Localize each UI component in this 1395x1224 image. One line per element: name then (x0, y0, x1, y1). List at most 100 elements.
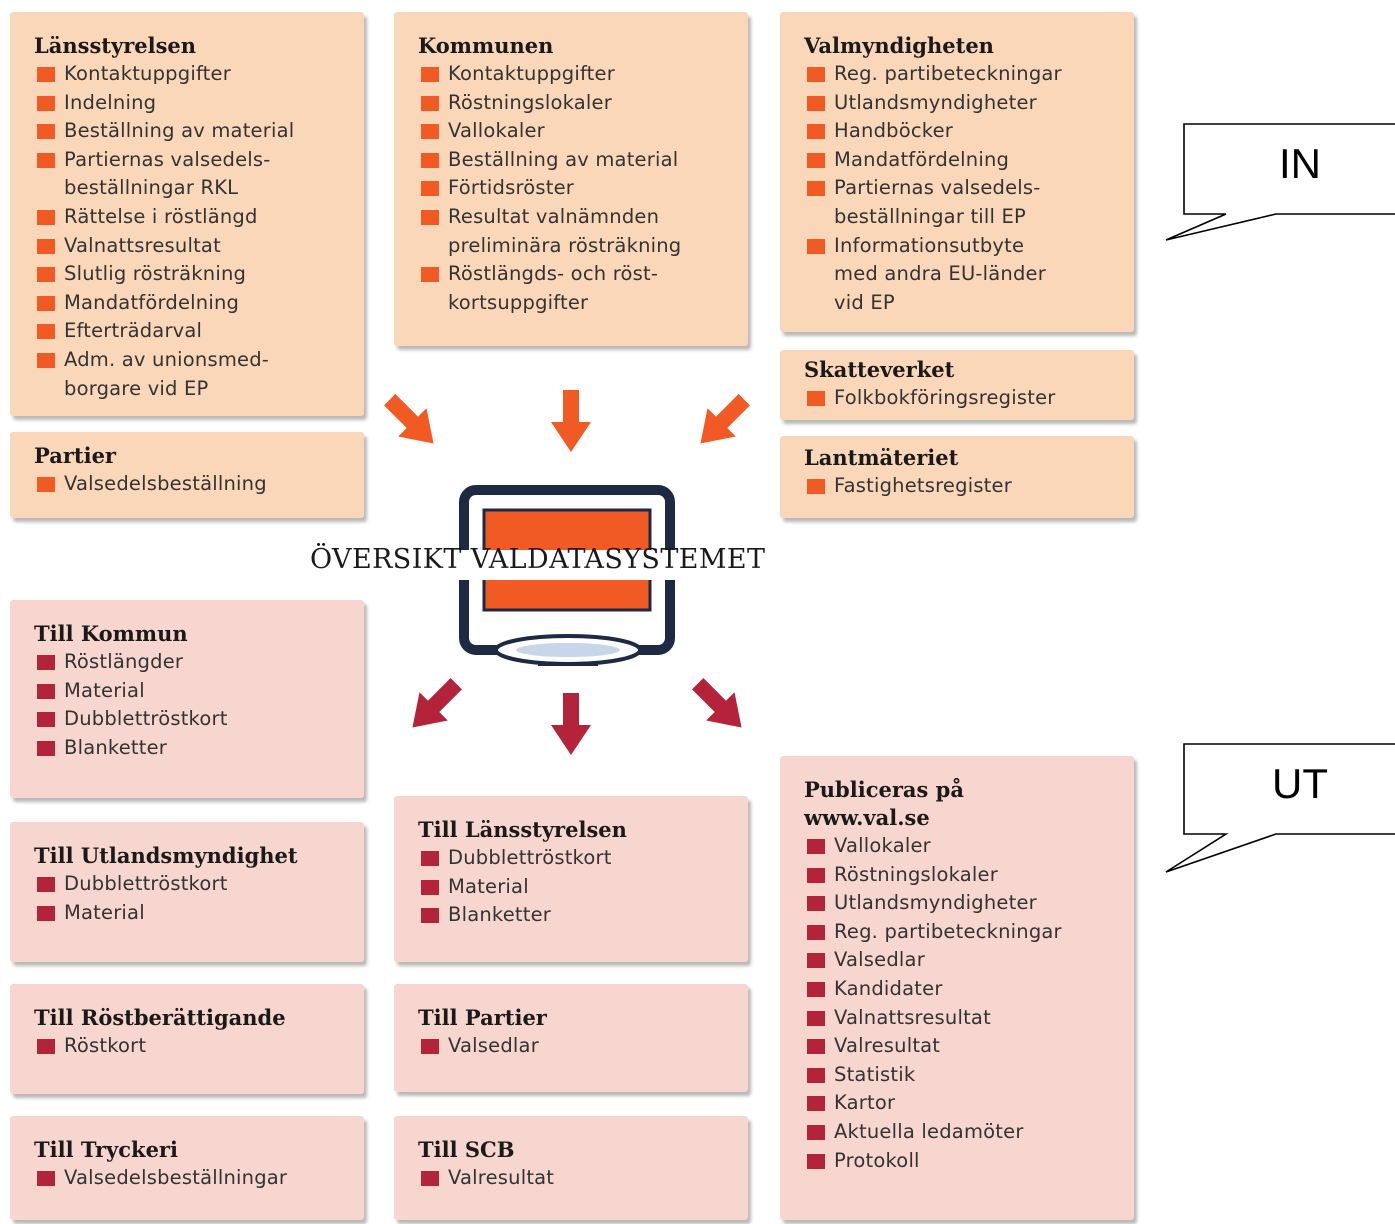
list-item: Folkbokföringsregister (804, 384, 1124, 413)
square-bullet-icon (807, 953, 825, 969)
box-title: Till Utlandsmyndighet (34, 843, 298, 868)
item-text: Kandidater (834, 976, 943, 1000)
square-bullet-icon (807, 124, 825, 140)
list-item: Valsedelsbeställningar (34, 1164, 354, 1193)
out-arrow-left (398, 669, 471, 742)
item-text: Utlandsmyndigheter (834, 891, 1037, 915)
list-item: Mandatfördelning (34, 289, 354, 318)
list-item: Adm. av unionsmed- borgare vid EP (34, 346, 354, 403)
item-text: Protokoll (834, 1148, 920, 1172)
square-bullet-icon (421, 152, 439, 168)
list-item: Indelning (34, 89, 354, 118)
square-bullet-icon (807, 924, 825, 940)
item-text: Valsedelsbeställningar (64, 1166, 288, 1189)
list-item: Material (418, 873, 738, 902)
square-bullet-icon (807, 95, 825, 111)
callout-out-shape (1165, 743, 1395, 873)
diagram-title: ÖVERSIKT VALDATASYSTEMET (310, 544, 766, 575)
box-title: Publiceras på www.val.se (804, 777, 964, 830)
list-item: Röstlängds- och röst- kortsuppgifter (418, 260, 738, 317)
list-item: Statistik (804, 1061, 1124, 1090)
square-bullet-icon (421, 124, 439, 140)
item-text: Beställning av material (64, 119, 295, 143)
list-item: Utlandsmyndigheter (804, 889, 1124, 918)
list-item: Vallokaler (418, 117, 738, 146)
square-bullet-icon (421, 267, 439, 283)
square-bullet-icon (421, 908, 439, 924)
list-item: Partiernas valsedels- beställningar till… (804, 174, 1124, 231)
square-bullet-icon (807, 981, 825, 997)
item-text: Valsedelsbeställning (64, 472, 267, 495)
list-item: Utlandsmyndigheter (804, 89, 1124, 118)
item-text: Vallokaler (834, 834, 931, 857)
list-item: Handböcker (804, 117, 1124, 146)
box-partier: Partier Valsedelsbeställning (10, 432, 364, 518)
item-text: Handböcker (834, 119, 953, 143)
square-bullet-icon (807, 839, 825, 854)
square-bullet-icon (37, 95, 55, 111)
square-bullet-icon (37, 477, 55, 492)
box-title: Till Röstberättigande (34, 1005, 286, 1030)
list-item: Aktuella ledamöter (804, 1118, 1124, 1147)
list-item: Partiernas valsedels- beställningar RKL (34, 146, 354, 203)
list-item: Valnattsresultat (34, 232, 354, 261)
list-item: Kontaktuppgifter (34, 60, 354, 89)
item-text: Beställning av material (448, 147, 679, 171)
item-text: Blanketter (448, 903, 552, 927)
list-item: Valnattsresultat (804, 1004, 1124, 1033)
square-bullet-icon (807, 1010, 825, 1026)
item-text: Valnattsresultat (834, 1005, 991, 1029)
item-text: Dubblettröstkort (64, 872, 228, 895)
item-text: Röstlängder (64, 650, 184, 673)
list-item: Reg. partibeteckningar (804, 60, 1124, 89)
item-text: Utlandsmyndigheter (834, 90, 1037, 114)
list-item: Material (34, 899, 354, 928)
list-item: Beställning av material (34, 117, 354, 146)
list-item: Valsedlar (804, 946, 1124, 975)
item-text: Blanketter (64, 735, 168, 759)
square-bullet-icon (807, 867, 825, 883)
square-bullet-icon (37, 352, 55, 368)
square-bullet-icon (37, 877, 55, 892)
square-bullet-icon (807, 67, 825, 82)
list-item: Dubblettröstkort (34, 705, 354, 734)
item-text: Partiernas valsedels- beställningar RKL (64, 147, 271, 200)
item-text: Mandatfördelning (834, 147, 1010, 171)
item-text: Resultat valnämnden preliminära rösträkn… (448, 204, 682, 257)
list-item: Blanketter (34, 734, 354, 763)
list-item: Kontaktuppgifter (418, 60, 738, 89)
item-text: Aktuella ledamöter (834, 1119, 1024, 1143)
box-till-rostberattigande: Till Röstberättigande Röstkort (10, 984, 364, 1094)
in-arrow-center (551, 390, 591, 452)
item-text: Mandatfördelning (64, 290, 240, 314)
list-item: Röstlängder (34, 648, 354, 677)
list-item: Blanketter (418, 901, 738, 930)
box-title: Valmyndigheten (804, 33, 994, 58)
monitor-icon (459, 485, 675, 666)
item-text: Valsedlar (834, 948, 925, 972)
list-item: Vallokaler (804, 832, 1124, 861)
list-item: Beställning av material (418, 146, 738, 175)
square-bullet-icon (421, 209, 439, 225)
list-item: Valsedelsbeställning (34, 470, 354, 499)
box-lantmateriet: Lantmäteriet Fastighetsregister (780, 436, 1134, 518)
square-bullet-icon (421, 181, 439, 197)
box-till-tryckeri: Till Tryckeri Valsedelsbeställningar (10, 1116, 364, 1220)
square-bullet-icon (421, 851, 439, 866)
box-till-scb: Till SCB Valresultat (394, 1116, 748, 1220)
list-item: Valresultat (418, 1164, 738, 1193)
square-bullet-icon (421, 1171, 439, 1186)
in-arrow-left (375, 385, 448, 458)
square-bullet-icon (37, 238, 55, 254)
box-title: Skatteverket (804, 357, 955, 382)
list-item: Kandidater (804, 975, 1124, 1004)
square-bullet-icon (37, 324, 55, 340)
list-item: Röstkort (34, 1032, 354, 1061)
item-text: Röstkort (64, 1034, 147, 1057)
list-item: Dubblettröstkort (418, 844, 738, 873)
item-text: Folkbokföringsregister (834, 386, 1056, 409)
